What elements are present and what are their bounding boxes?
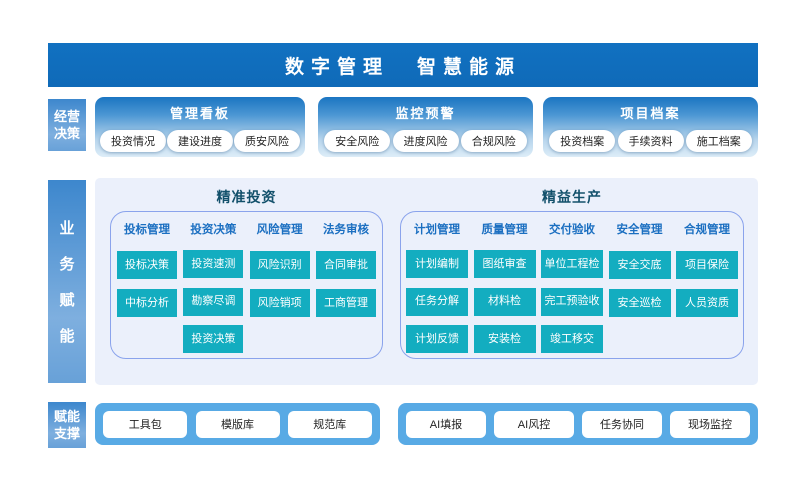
column-risk-management: 风险管理 风险识别 风险销项 <box>249 218 310 358</box>
panel-title: 监控预警 <box>395 106 456 121</box>
sidebar-char: 业 <box>59 220 75 237</box>
btn-task-breakdown[interactable]: 任务分解 <box>406 287 468 316</box>
btn-standard-library[interactable]: 规范库 <box>287 410 372 438</box>
app-title-banner: 数字管理 智慧能源 <box>48 43 758 87</box>
btn-project-insurance[interactable]: 项目保险 <box>676 251 738 279</box>
btn-unit-project-inspection[interactable]: 单位工程检 <box>541 250 603 279</box>
pill-construction-progress[interactable]: 建设进度 <box>167 130 233 152</box>
btn-ai-risk-control[interactable]: AI风控 <box>494 410 574 438</box>
pill-investment-archive[interactable]: 投资档案 <box>549 130 616 152</box>
business-empowerment-panel: 精准投资 投标管理 投标决策 中标分析 投资决策 投资速测 勘察尽调 投资决策 … <box>95 178 758 385</box>
column-header: 质量管理 <box>481 224 528 236</box>
column-legal-review: 法务审核 合同审批 工商管理 <box>315 218 376 358</box>
pill-row: 投资档案 手续资料 施工档案 <box>543 130 758 152</box>
column-plan-management: 计划管理 计划编制 任务分解 计划反馈 <box>406 218 468 358</box>
btn-toolkit[interactable]: 工具包 <box>103 410 188 438</box>
panel-project-archive: 项目档案 投资档案 手续资料 施工档案 <box>543 97 758 157</box>
sidebar-char: 务 <box>59 256 75 273</box>
section-lean-production: 计划管理 计划编制 任务分解 计划反馈 质量管理 图纸审查 材料检 安装检 交付… <box>400 211 744 359</box>
btn-site-monitoring[interactable]: 现场监控 <box>670 410 750 438</box>
btn-safety-patrol[interactable]: 安全巡检 <box>608 289 671 317</box>
panel-title: 项目档案 <box>620 106 681 121</box>
btn-risk-identification[interactable]: 风险识别 <box>249 251 310 279</box>
sidebar-char: 能 <box>59 328 75 345</box>
column-header: 计划管理 <box>414 224 460 236</box>
pill-progress-risk[interactable]: 进度风险 <box>392 130 459 152</box>
section-title-lean-production: 精益生产 <box>542 189 602 205</box>
column-header: 法务审核 <box>322 224 369 236</box>
column-compliance-management: 合规管理 项目保险 人员资质 <box>676 218 738 358</box>
btn-drawing-review[interactable]: 图纸审查 <box>473 250 536 279</box>
section-title-precise-investment: 精准投资 <box>216 189 277 205</box>
sidebar-label-business-empowerment: 业 务 赋 能 <box>48 180 86 383</box>
title-smart-energy: 智慧能源 <box>417 56 522 78</box>
sidebar-line: 决策 <box>53 126 80 141</box>
column-header: 投标管理 <box>124 224 170 236</box>
btn-material-inspection[interactable]: 材料检 <box>473 287 536 316</box>
section-precise-investment: 投标管理 投标决策 中标分析 投资决策 投资速测 勘察尽调 投资决策 风险管理 … <box>110 211 383 359</box>
sidebar-line: 支撑 <box>53 426 80 441</box>
btn-contract-approval[interactable]: 合同审批 <box>315 251 376 279</box>
btn-investment-quick-test[interactable]: 投资速测 <box>183 250 244 279</box>
pill-row: 安全风险 进度风险 合规风险 <box>318 130 533 152</box>
pill-safety-risk[interactable]: 安全风险 <box>324 130 391 152</box>
btn-plan-feedback[interactable]: 计划反馈 <box>406 325 468 354</box>
panel-title: 管理看板 <box>169 106 230 121</box>
column-investment-decision: 投资决策 投资速测 勘察尽调 投资决策 <box>183 218 244 358</box>
btn-template-library[interactable]: 模版库 <box>195 410 280 438</box>
support-panel-libraries: 工具包 模版库 规范库 <box>95 403 380 445</box>
column-header: 风险管理 <box>256 224 303 236</box>
column-header: 交付验收 <box>549 224 595 236</box>
btn-pre-completion-acceptance[interactable]: 完工预验收 <box>541 287 603 316</box>
btn-bid-decision[interactable]: 投标决策 <box>117 251 177 279</box>
btn-survey-due-diligence[interactable]: 勘察尽调 <box>183 287 244 316</box>
pill-quality-safety-risk[interactable]: 质安风险 <box>234 130 300 152</box>
btn-task-collaboration[interactable]: 任务协同 <box>582 410 662 438</box>
pill-construction-archive[interactable]: 施工档案 <box>685 130 752 152</box>
sidebar-line: 经营 <box>53 109 80 124</box>
pill-compliance-risk[interactable]: 合规风险 <box>460 130 527 152</box>
sidebar-char: 赋 <box>59 292 75 309</box>
btn-plan-compilation[interactable]: 计划编制 <box>406 250 468 279</box>
column-quality-management: 质量管理 图纸审查 材料检 安装检 <box>473 218 536 358</box>
btn-ai-filling[interactable]: AI填报 <box>406 410 486 438</box>
title-digital-management: 数字管理 <box>284 56 389 78</box>
support-panel-ai-tools: AI填报 AI风控 任务协同 现场监控 <box>398 403 758 445</box>
btn-investment-decision[interactable]: 投资决策 <box>183 325 244 354</box>
sidebar-label-empowerment-support: 赋能 支撑 <box>48 402 86 448</box>
column-header: 安全管理 <box>616 224 663 236</box>
column-delivery-acceptance: 交付验收 单位工程检 完工预验收 竣工移交 <box>541 218 603 358</box>
btn-win-bid-analysis[interactable]: 中标分析 <box>117 289 177 317</box>
btn-completion-handover[interactable]: 竣工移交 <box>541 325 603 354</box>
column-header: 投资决策 <box>190 224 237 236</box>
pill-investment-status[interactable]: 投资情况 <box>100 130 166 152</box>
column-safety-management: 安全管理 安全交底 安全巡检 <box>608 218 671 358</box>
sidebar-line: 赋能 <box>53 409 80 424</box>
btn-business-registration[interactable]: 工商管理 <box>315 289 376 317</box>
column-header: 合规管理 <box>684 224 730 236</box>
panel-monitor-alert: 监控预警 安全风险 进度风险 合规风险 <box>318 97 533 157</box>
panel-management-dashboard: 管理看板 投资情况 建设进度 质安风险 <box>95 97 305 157</box>
btn-safety-briefing[interactable]: 安全交底 <box>608 251 671 279</box>
sidebar-label-business-decision: 经营 决策 <box>48 99 86 151</box>
btn-personnel-qualification[interactable]: 人员资质 <box>676 289 738 317</box>
pill-procedure-documents[interactable]: 手续资料 <box>617 130 684 152</box>
pill-row: 投资情况 建设进度 质安风险 <box>95 130 305 152</box>
column-bidding-management: 投标管理 投标决策 中标分析 <box>117 218 177 358</box>
btn-installation-inspection[interactable]: 安装检 <box>473 325 536 354</box>
btn-risk-closeout[interactable]: 风险销项 <box>249 289 310 317</box>
